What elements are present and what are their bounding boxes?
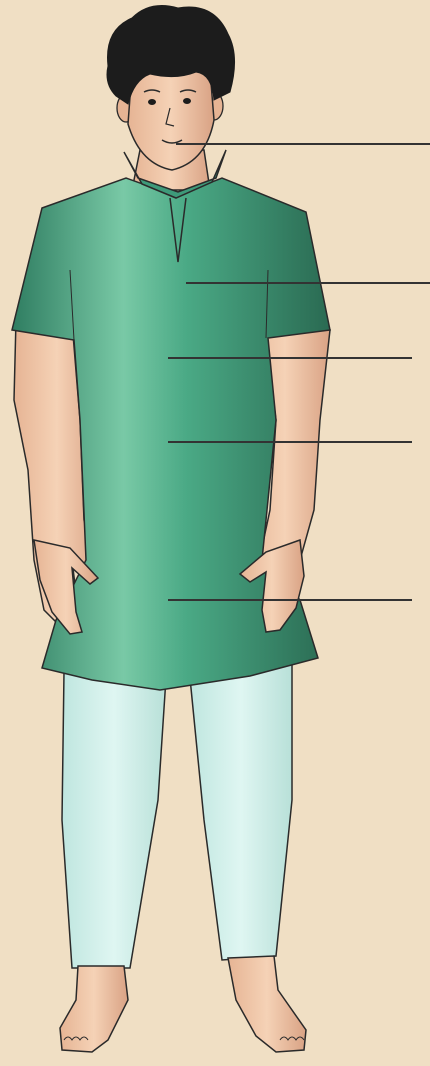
eye-left	[148, 99, 156, 105]
left-foot	[60, 966, 128, 1052]
pyjama	[62, 664, 292, 968]
left-pyjama-leg	[62, 672, 166, 968]
feet	[60, 956, 306, 1052]
right-pyjama-leg	[190, 664, 292, 960]
eye-right	[183, 98, 191, 104]
head	[107, 6, 235, 170]
